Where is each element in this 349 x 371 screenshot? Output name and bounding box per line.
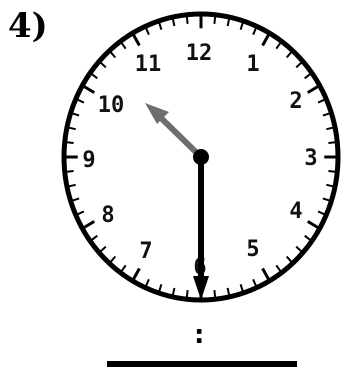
answer-separator: :	[194, 322, 204, 348]
answer-line	[107, 361, 297, 367]
